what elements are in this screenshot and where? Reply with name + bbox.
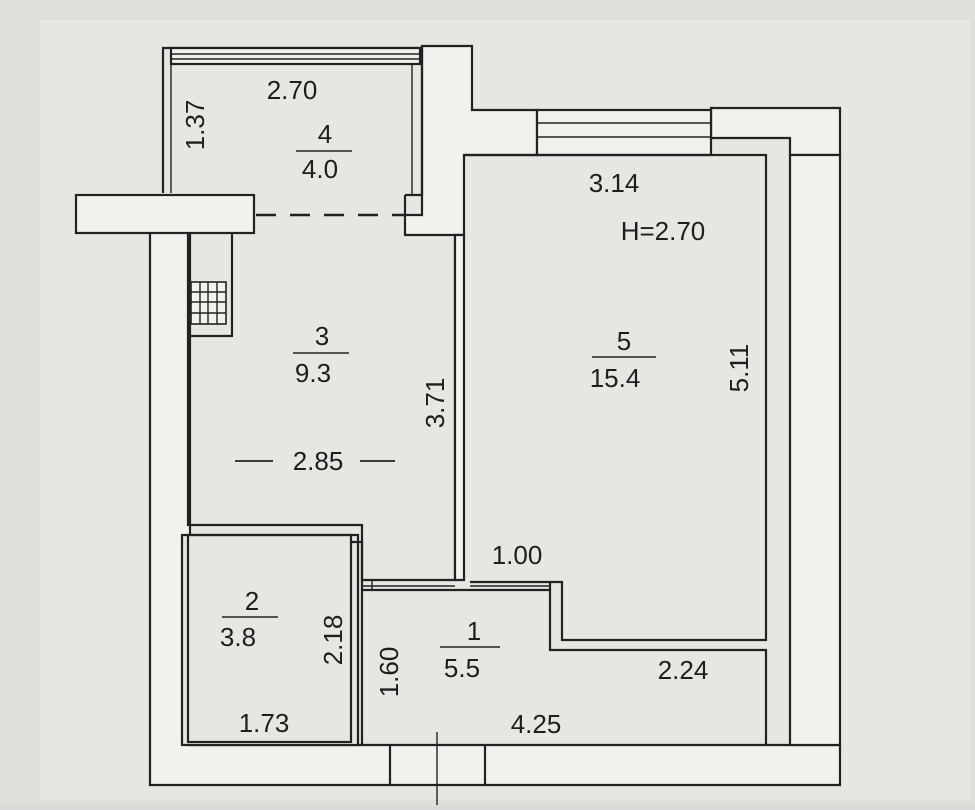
room2-label: 2 3.8 [220,586,278,652]
room2-number: 2 [245,586,259,616]
room1-number: 1 [467,616,481,646]
dim-room5-width: 3.14 [589,168,640,198]
dim-opening-width: 1.00 [492,540,543,570]
room1-area: 5.5 [444,653,480,683]
outer-wall-right-column [788,153,842,747]
dim-hall-length: 4.25 [511,709,562,739]
room2-outline [186,533,353,744]
room5-area: 15.4 [590,363,641,393]
dim-hall-stub: 2.24 [658,655,709,685]
ventilation-shaft-icon [190,281,227,325]
room5-label: 5 15.4 [590,326,656,393]
dim-room3-length: 3.71 [420,378,450,429]
kitchen-niche [188,232,234,338]
room4-label: 4 4.0 [296,119,352,184]
dim-room3-width-group: 2.85 [235,446,395,476]
balcony-outline [161,46,424,197]
room4-area: 4.0 [302,154,338,184]
room1-label: 1 5.5 [440,616,500,683]
dim-room2-height: 2.18 [318,615,348,666]
room4-number: 4 [318,119,332,149]
dim-balcony-width: 2.70 [267,75,318,105]
room1-outline [362,588,768,745]
room2-wall-band [180,533,360,747]
dim-room3-width: 2.85 [293,446,344,476]
dim-hall-depth: 1.60 [374,647,404,698]
balcony-rail [169,46,422,66]
window-room5 [535,108,713,157]
dim-room2-width: 1.73 [239,708,290,738]
dim-room5-length: 5.11 [724,344,754,393]
ceiling-height: H=2.70 [621,216,706,246]
room2-area: 3.8 [220,622,256,652]
room3-number: 3 [315,321,329,351]
entrance-door [388,732,487,805]
outer-wall-left-bottom [148,230,842,787]
room5-outline [464,153,768,642]
partition-room3-room5 [453,233,466,582]
room3-label: 3 9.3 [293,321,349,388]
dim-balcony-depth: 1.37 [180,100,210,151]
room5-number: 5 [617,326,631,356]
room2-partition [351,540,364,745]
room3-area: 9.3 [295,358,331,388]
wall-stub-left [74,193,256,235]
